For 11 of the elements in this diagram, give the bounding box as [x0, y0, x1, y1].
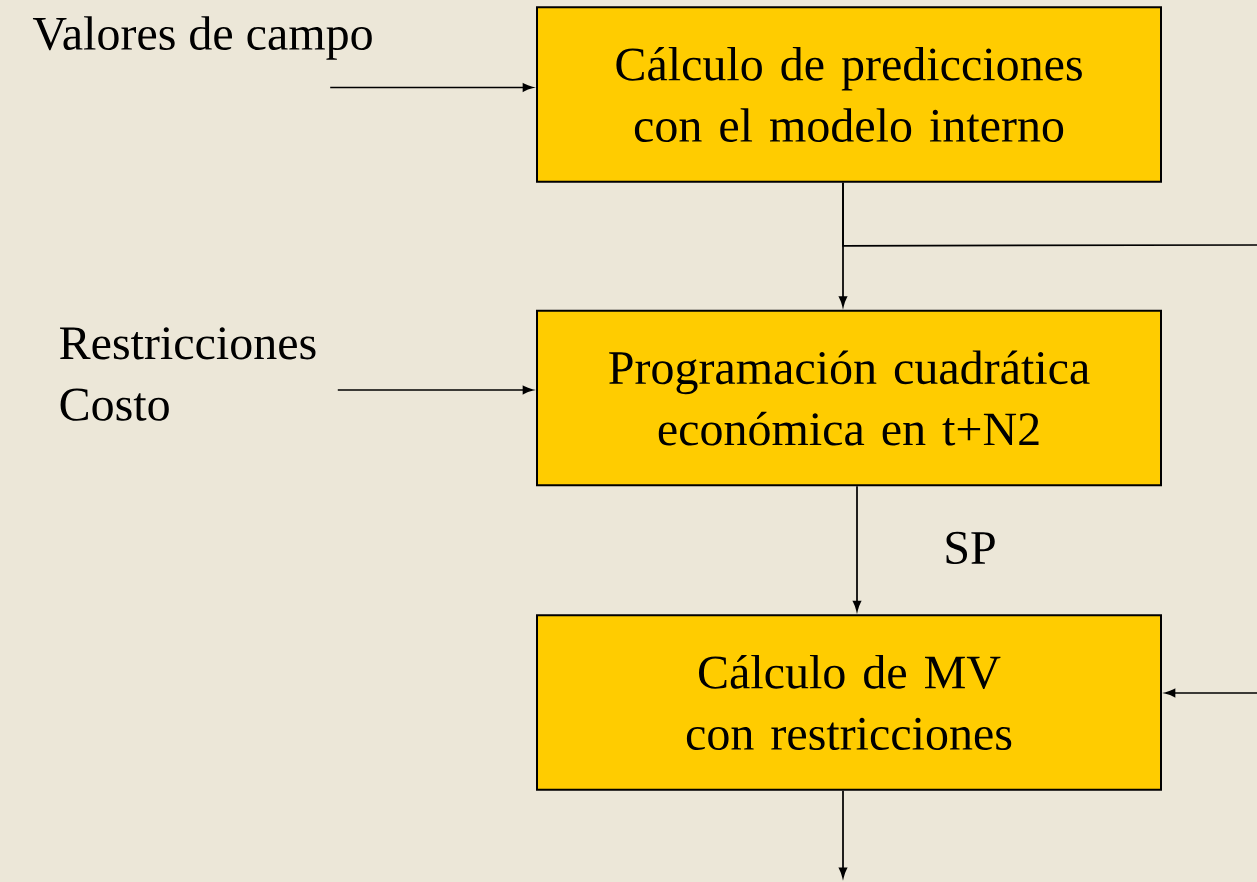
- arrow: [336, 385, 534, 395]
- process-box: Programación cuadrática económica en t+N2: [536, 309, 1162, 487]
- process-box: Cálculo de predicciones con el modelo interno: [536, 6, 1162, 183]
- arrow: [1164, 688, 1257, 698]
- input-label: Restricciones Costo: [60, 327, 316, 421]
- input-label: Valores de campo: [32, 16, 372, 60]
- edge-label: SP: [942, 530, 999, 566]
- arrow: [852, 485, 862, 612]
- arrow: [838, 789, 848, 878]
- process-box: Cálculo de MV con restricciones: [536, 614, 1162, 791]
- arrow: [329, 83, 534, 92]
